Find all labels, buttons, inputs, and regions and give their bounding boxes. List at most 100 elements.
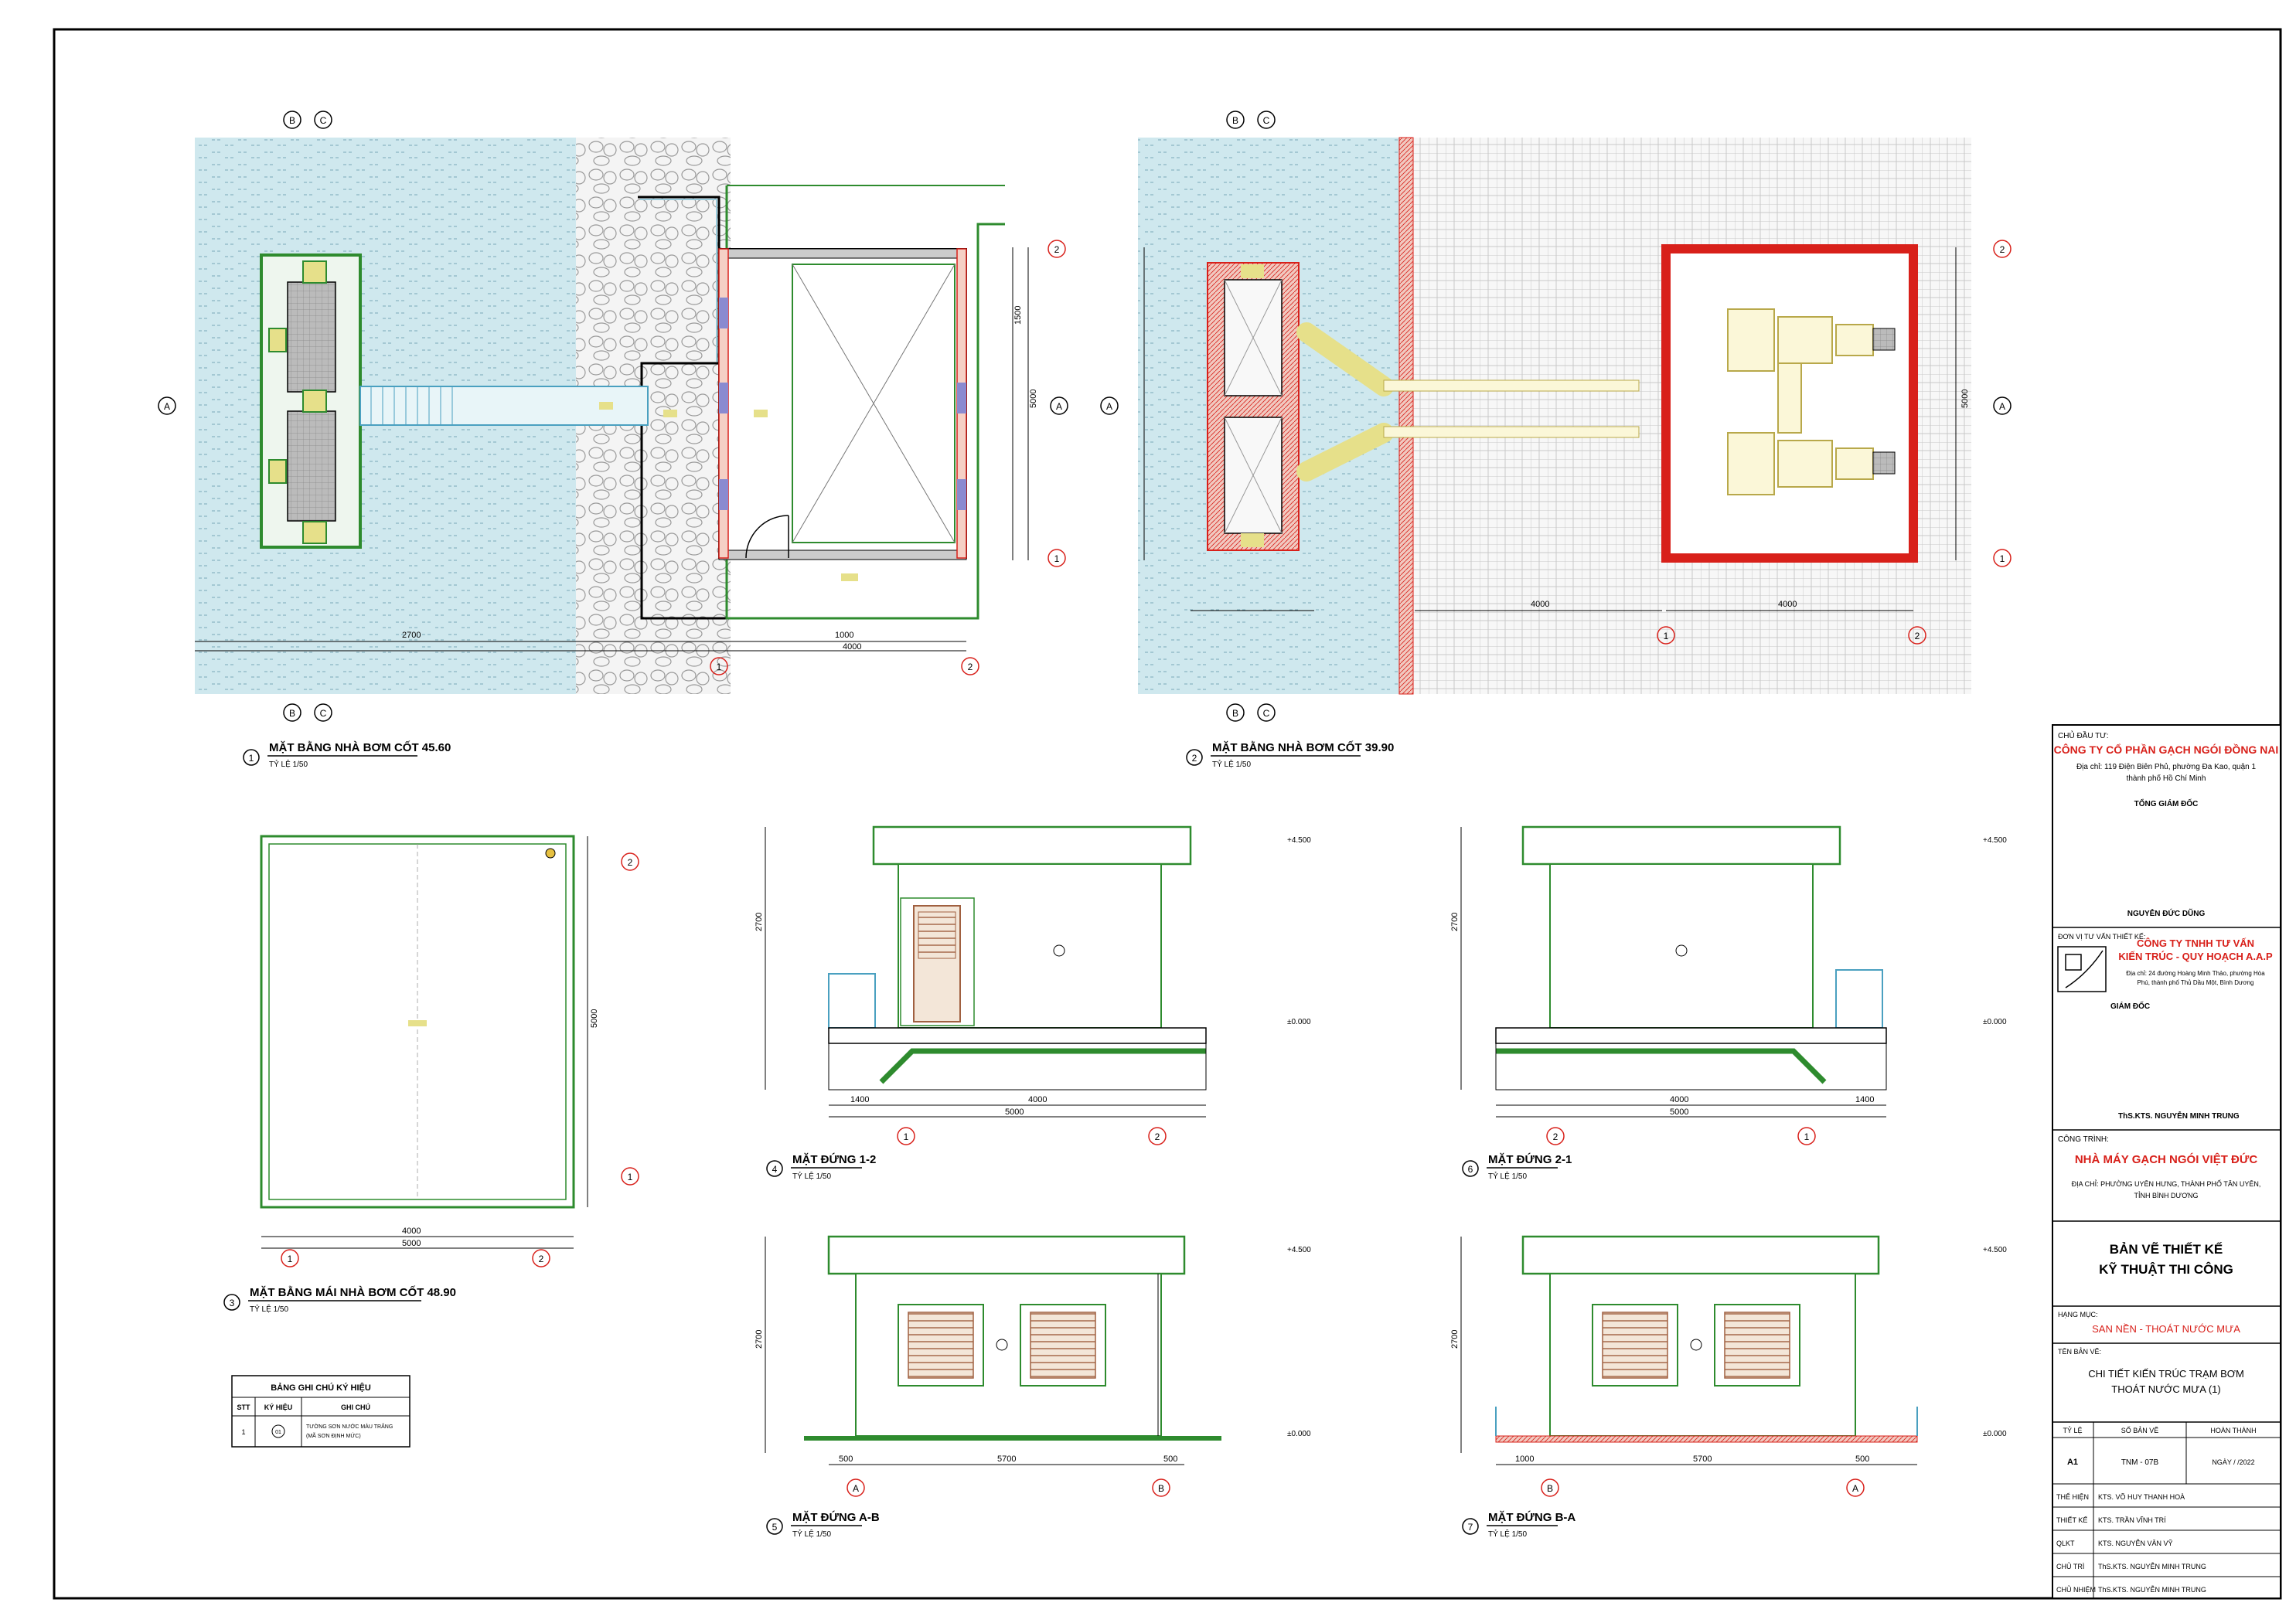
plan-1-ground-floor: 2700 1000 4000 5000 1500 B C B C A A 2 1… — [158, 111, 1068, 769]
svg-text:MẶT BẰNG MÁI NHÀ BƠM CỐT 48.90: MẶT BẰNG MÁI NHÀ BƠM CỐT 48.90 — [250, 1285, 456, 1299]
consultant-label: ĐƠN VỊ TƯ VẤN THIẾT KẾ: — [2058, 933, 2145, 941]
elevation-7: 2700 1000 5700 500 +4.500 ±0.000 B A 7 M… — [1450, 1235, 2007, 1539]
svg-text:1: 1 — [2000, 553, 2005, 564]
svg-text:A: A — [1106, 401, 1112, 412]
svg-text:B: B — [1547, 1483, 1553, 1494]
item-label: HẠNG MỤC: — [2058, 1311, 2098, 1318]
grid-bubble-1: 1 — [621, 1167, 639, 1186]
grid-bubble-a: A — [1846, 1478, 1865, 1497]
svg-text:A: A — [1852, 1483, 1858, 1494]
legend-title: BẢNG GHI CHÚ KÝ HIỆU — [271, 1383, 371, 1393]
svg-text:MẶT BẰNG NHÀ BƠM CỐT 39.90: MẶT BẰNG NHÀ BƠM CỐT 39.90 — [1212, 740, 1394, 754]
dim-text: 5000 — [1029, 390, 1038, 408]
role-label: CHỦ NHIỆM — [2056, 1585, 2096, 1594]
svg-text:2: 2 — [1192, 753, 1197, 764]
svg-text:2: 2 — [1915, 631, 1920, 641]
dim-text: 2700 — [1450, 913, 1460, 931]
project-name: NHÀ MÁY GẠCH NGÓI VIỆT ĐỨC — [2075, 1152, 2258, 1166]
grid-bubble-b: B — [283, 703, 301, 722]
project-address: TỈNH BÌNH DƯƠNG — [2134, 1191, 2199, 1199]
dim-text: 1400 — [850, 1095, 869, 1104]
svg-text:B: B — [1158, 1483, 1164, 1494]
item-name: SAN NỀN - THOÁT NƯỚC MƯA — [2092, 1323, 2240, 1335]
project-address: ĐỊA CHỈ: PHƯỜNG UYÊN HƯNG, THÀNH PHỐ TÂN… — [2072, 1179, 2261, 1188]
investor-name: CÔNG TY CỔ PHẦN GẠCH NGÓI ĐỒNG NAI — [2054, 743, 2279, 756]
dim-text: 2700 — [755, 1330, 764, 1349]
plan-3-roof: 4000 5000 5000 2 1 1 2 3 MẶT BẰNG MÁI NH… — [223, 835, 639, 1314]
dim-text: 2700 — [1450, 1330, 1460, 1349]
legend-row-note: (MÃ SƠN ĐỊNH MỨC) — [306, 1432, 361, 1439]
level-mark: ±0.000 — [1983, 1430, 2007, 1438]
level-mark: +4.500 — [1287, 836, 1311, 845]
svg-text:B: B — [289, 115, 295, 126]
svg-text:1: 1 — [717, 662, 722, 672]
plan-1-title: 1 MẶT BẰNG NHÀ BƠM CỐT 45.60 TỶ LỆ 1/50 — [243, 740, 451, 769]
elevation-4: 2700 1400 4000 5000 +4.500 ±0.000 1 2 4 … — [755, 825, 1311, 1181]
svg-text:MẶT ĐỨNG B-A: MẶT ĐỨNG B-A — [1488, 1510, 1576, 1524]
dim-text: 5700 — [997, 1455, 1016, 1464]
dim-text: 500 — [1855, 1455, 1869, 1464]
dim-text: 2700 — [402, 631, 421, 640]
grid-bubble-b: B — [1152, 1478, 1170, 1497]
investor-label: CHỦ ĐẦU TƯ: — [2058, 730, 2109, 740]
grid-bubble-b: B — [283, 111, 301, 129]
grid-bubble-2: 2 — [1908, 626, 1926, 645]
svg-text:2: 2 — [628, 857, 633, 868]
svg-text:MẶT BẰNG NHÀ BƠM CỐT 45.60: MẶT BẰNG NHÀ BƠM CỐT 45.60 — [269, 740, 451, 754]
svg-text:2: 2 — [1553, 1131, 1558, 1142]
grid-bubble-1: 1 — [897, 1127, 915, 1145]
grid-bubble-b: B — [1226, 111, 1245, 129]
number-value: TNM - 07B — [2121, 1458, 2159, 1467]
svg-text:B: B — [1232, 708, 1238, 719]
svg-text:3: 3 — [230, 1298, 235, 1308]
level-mark: +4.500 — [1287, 1246, 1311, 1254]
grid-bubble-1: 1 — [1048, 549, 1066, 567]
dim-text: 5000 — [1005, 1108, 1024, 1117]
legend-row-stt: 1 — [241, 1428, 245, 1436]
svg-text:TỶ LỆ 1/50: TỶ LỆ 1/50 — [250, 1304, 288, 1314]
role-name: KTS. VÕ HUY THANH HOÀ — [2098, 1493, 2185, 1501]
legend-header-stt: STT — [237, 1404, 251, 1411]
role-label: QLKT — [2056, 1540, 2075, 1547]
svg-text:A: A — [853, 1483, 859, 1494]
dim-text: 5000 — [1670, 1108, 1688, 1117]
svg-text:1: 1 — [1054, 553, 1060, 564]
dim-text: 1400 — [1855, 1095, 1874, 1104]
svg-text:2: 2 — [2000, 244, 2005, 255]
grid-bubble-1: 1 — [1657, 626, 1675, 645]
grid-bubble-a: A — [847, 1478, 865, 1497]
gd-name: ThS.KTS. NGUYỄN MINH TRUNG — [2118, 1111, 2240, 1121]
svg-text:TỶ LỆ 1/50: TỶ LỆ 1/50 — [269, 759, 308, 769]
elevation-6: 2700 4000 5000 1400 +4.500 ±0.000 2 1 6 … — [1450, 825, 2007, 1181]
dim-text: 4000 — [1531, 600, 1549, 609]
level-mark: +4.500 — [1983, 1246, 2007, 1254]
svg-text:6: 6 — [1468, 1164, 1473, 1175]
consultant-name: KIẾN TRÚC - QUY HOẠCH A.A.P — [2118, 951, 2273, 962]
dim-text: 1500 — [1013, 306, 1023, 325]
level-mark: ±0.000 — [1287, 1430, 1311, 1438]
svg-text:A: A — [1056, 401, 1062, 412]
svg-text:MẶT ĐỨNG 1-2: MẶT ĐỨNG 1-2 — [792, 1152, 876, 1166]
legend-row-symbol: 01 — [275, 1430, 281, 1435]
svg-text:MẶT ĐỨNG A-B: MẶT ĐỨNG A-B — [792, 1510, 880, 1524]
date-value: NGÀY / /2022 — [2212, 1458, 2254, 1466]
svg-text:C: C — [320, 708, 327, 719]
svg-text:1: 1 — [288, 1254, 293, 1264]
grid-bubble-c: C — [1257, 111, 1276, 129]
svg-text:A: A — [1999, 401, 2005, 412]
elevation-6-title: 6 MẶT ĐỨNG 2-1 TỶ LỆ 1/50 — [1462, 1152, 1572, 1181]
dim-text: 1000 — [1515, 1455, 1534, 1464]
sheet-name: THOÁT NƯỚC MƯA (1) — [2111, 1383, 2220, 1395]
svg-text:TỶ LỆ 1/50: TỶ LỆ 1/50 — [792, 1171, 831, 1181]
stone-lower — [731, 626, 978, 694]
grid-bubble-2: 2 — [961, 657, 979, 675]
grid-bubble-1: 1 — [1797, 1127, 1816, 1145]
grid-bubble-c: C — [314, 703, 332, 722]
legend-row-note: TƯỜNG SƠN NƯỚC MÀU TRẮNG — [306, 1423, 393, 1430]
legend-header-note: GHI CHÚ — [341, 1403, 370, 1411]
grid-bubble-a: A — [1100, 396, 1119, 415]
dim-text: 2700 — [755, 913, 764, 931]
col-scale: TỶ LỆ — [2063, 1426, 2082, 1434]
role-name: ThS.KTS. NGUYỄN MINH TRUNG — [2098, 1562, 2206, 1570]
